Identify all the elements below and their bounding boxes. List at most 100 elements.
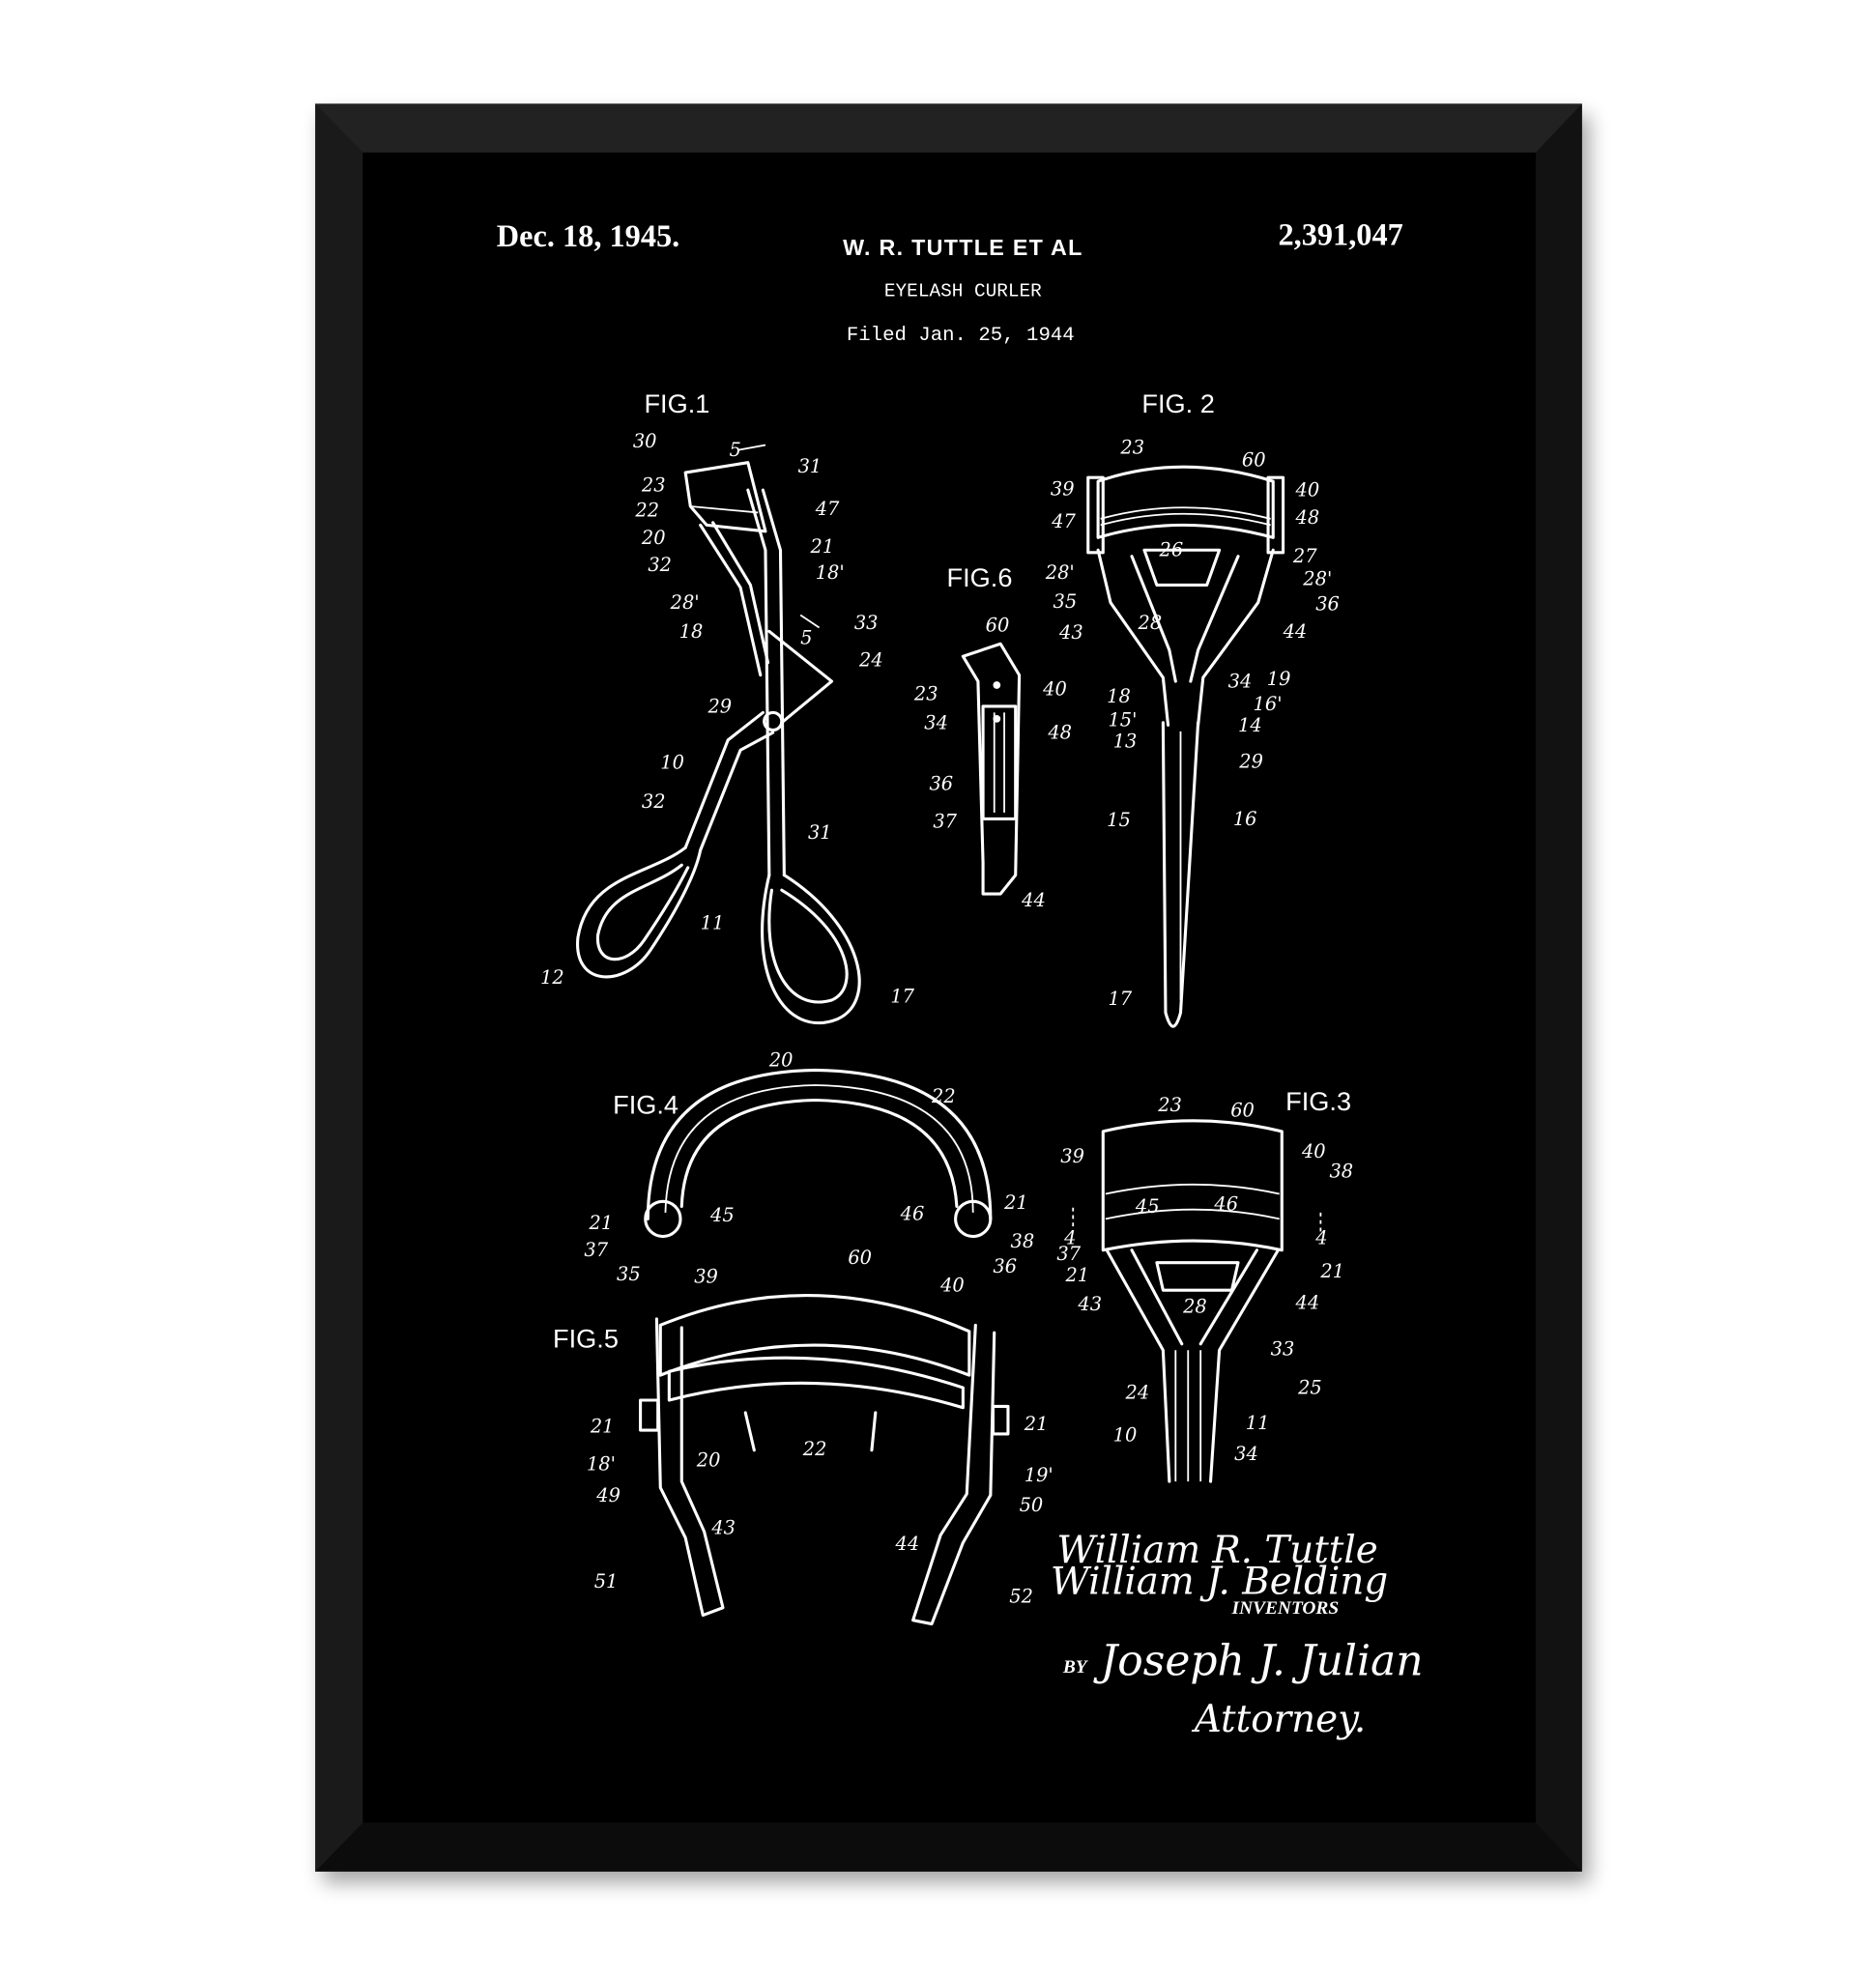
- reference-numeral: 18': [816, 561, 845, 584]
- reference-numeral: 52: [1009, 1586, 1033, 1608]
- reference-numeral: 40: [1295, 479, 1320, 502]
- reference-numeral: 11: [1246, 1412, 1270, 1434]
- figure-4: FIG.4: [613, 1068, 993, 1239]
- reference-numeral: 39: [1060, 1145, 1084, 1167]
- picture-frame: [315, 103, 1590, 1883]
- reference-numeral: 21: [1319, 1260, 1344, 1282]
- reference-numeral: 31: [808, 821, 832, 844]
- reference-numeral: 21: [1064, 1264, 1089, 1286]
- reference-numeral: 39: [694, 1265, 718, 1287]
- reference-numeral: 35: [1053, 590, 1078, 613]
- reference-numeral: 26: [1158, 539, 1183, 561]
- by-label: BY: [1062, 1657, 1089, 1678]
- reference-numeral: 35: [617, 1263, 641, 1285]
- reference-numeral: 39: [1051, 477, 1075, 500]
- reference-numeral: 46: [900, 1203, 925, 1225]
- reference-numeral: 16: [1233, 808, 1257, 830]
- figure-6-refs: 60 23 40 34 48 36 37 44: [913, 614, 1072, 911]
- reference-numeral: 43: [1058, 621, 1083, 644]
- reference-numeral: 47: [1051, 510, 1076, 532]
- reference-numeral: 50: [1020, 1494, 1044, 1516]
- reference-numeral: 45: [1135, 1195, 1160, 1218]
- print-mat: [362, 152, 1536, 1823]
- patent-filed-date: Filed Jan. 25, 1944: [847, 325, 1075, 347]
- figure-label: FIG.6: [947, 562, 1013, 592]
- reference-numeral: 19': [1025, 1464, 1053, 1486]
- reference-numeral: 28': [670, 591, 700, 614]
- reference-numeral: 48: [1047, 722, 1072, 744]
- reference-numeral: 60: [986, 614, 1010, 636]
- reference-numeral: 40: [1042, 677, 1067, 700]
- reference-numeral: 33: [1271, 1337, 1295, 1360]
- reference-numeral: 24: [1125, 1382, 1150, 1404]
- reference-numeral: 37: [584, 1239, 608, 1261]
- reference-numeral: 23: [913, 682, 938, 704]
- reference-numeral: 16': [1254, 693, 1283, 715]
- reference-numeral: 43: [710, 1516, 736, 1538]
- reference-numeral: 20: [641, 527, 666, 549]
- reference-numeral: 36: [993, 1255, 1017, 1277]
- figure-1-refs: 30 5 31 23 22 47 20 21 32 18' 28' 33 18 …: [540, 430, 915, 1007]
- reference-numeral: 60: [1242, 449, 1266, 472]
- reference-numeral: 15': [1108, 709, 1137, 731]
- reference-numeral: 4: [1314, 1226, 1327, 1248]
- reference-numeral: 22: [802, 1438, 827, 1460]
- reference-numeral: 28: [1137, 612, 1162, 634]
- inventors-label: INVENTORS: [1231, 1598, 1340, 1619]
- reference-numeral: 21: [590, 1416, 615, 1438]
- reference-numeral: 27: [1292, 545, 1317, 567]
- reference-numeral: 28': [1302, 567, 1332, 589]
- signature-block: William R. Tuttle William J. Belding INV…: [1051, 1529, 1424, 1741]
- reference-numeral: 21: [1024, 1413, 1049, 1435]
- reference-numeral: 15: [1107, 809, 1131, 831]
- reference-numeral: 31: [798, 455, 823, 477]
- reference-numeral: 44: [1295, 1292, 1320, 1314]
- figure-2-refs: 23 60 39 40 47 48 26 27 28' 28' 35 36 43…: [1045, 437, 1340, 1011]
- figure-label: FIG. 2: [1141, 388, 1214, 418]
- reference-numeral: 10: [1113, 1424, 1138, 1447]
- reference-numeral: 23: [641, 473, 666, 496]
- reference-numeral: 32: [642, 790, 666, 813]
- reference-numeral: 18: [1107, 685, 1131, 707]
- figure-5-refs: 39 60 40 21 21 18' 20 22 19' 49 50 43 44…: [587, 1247, 1053, 1608]
- reference-numeral: 38: [1329, 1161, 1353, 1183]
- reference-numeral: 48: [1295, 506, 1320, 529]
- reference-numeral: 5: [729, 439, 740, 461]
- reference-numeral: 47: [815, 498, 840, 520]
- reference-numeral: 32: [648, 554, 672, 576]
- figure-3-refs: 23 60 39 40 38 45 46 4 4 37 21 21 43 44 …: [1056, 1094, 1353, 1465]
- reference-numeral: 20: [696, 1449, 721, 1472]
- reference-numeral: 22: [931, 1085, 956, 1107]
- reference-numeral: 43: [1077, 1293, 1102, 1315]
- reference-numeral: 46: [1213, 1192, 1238, 1215]
- reference-numeral: 20: [768, 1049, 794, 1072]
- reference-numeral: 18': [587, 1452, 616, 1475]
- reference-numeral: 11: [701, 911, 725, 933]
- reference-numeral: 51: [594, 1570, 619, 1592]
- inventor-signature-1: William R. Tuttle: [1056, 1529, 1377, 1572]
- figure-5: FIG.5: [553, 1294, 1010, 1626]
- reference-numeral: 28: [1182, 1295, 1207, 1317]
- inventor-signature-2: William J. Belding: [1051, 1561, 1388, 1604]
- reference-numeral: 37: [933, 810, 957, 832]
- figure-3: FIG.3: [1072, 1086, 1351, 1483]
- reference-numeral: 44: [1021, 889, 1046, 911]
- reference-numeral: 13: [1113, 731, 1138, 753]
- reference-numeral: 4: [1063, 1226, 1076, 1248]
- reference-numeral: 18: [679, 620, 704, 643]
- reference-numeral: 34: [924, 711, 948, 733]
- figure-label: FIG.1: [644, 388, 709, 418]
- reference-numeral: 49: [595, 1484, 621, 1506]
- reference-numeral: 44: [1283, 620, 1308, 643]
- reference-numeral: 36: [929, 773, 953, 795]
- reference-numeral: 40: [1301, 1140, 1326, 1162]
- reference-numeral: 24: [858, 649, 883, 672]
- reference-numeral: 60: [848, 1247, 872, 1269]
- reference-numeral: 44: [895, 1533, 920, 1555]
- reference-numeral: 28': [1045, 561, 1075, 584]
- attorney-signature: Joseph J. Julian: [1093, 1637, 1424, 1686]
- figure-4-refs: 20 22 21 45 46 21 37 38 35 36: [584, 1049, 1034, 1285]
- figure-label: FIG.5: [553, 1324, 619, 1354]
- reference-numeral: 10: [660, 752, 684, 774]
- reference-numeral: 5: [800, 626, 812, 648]
